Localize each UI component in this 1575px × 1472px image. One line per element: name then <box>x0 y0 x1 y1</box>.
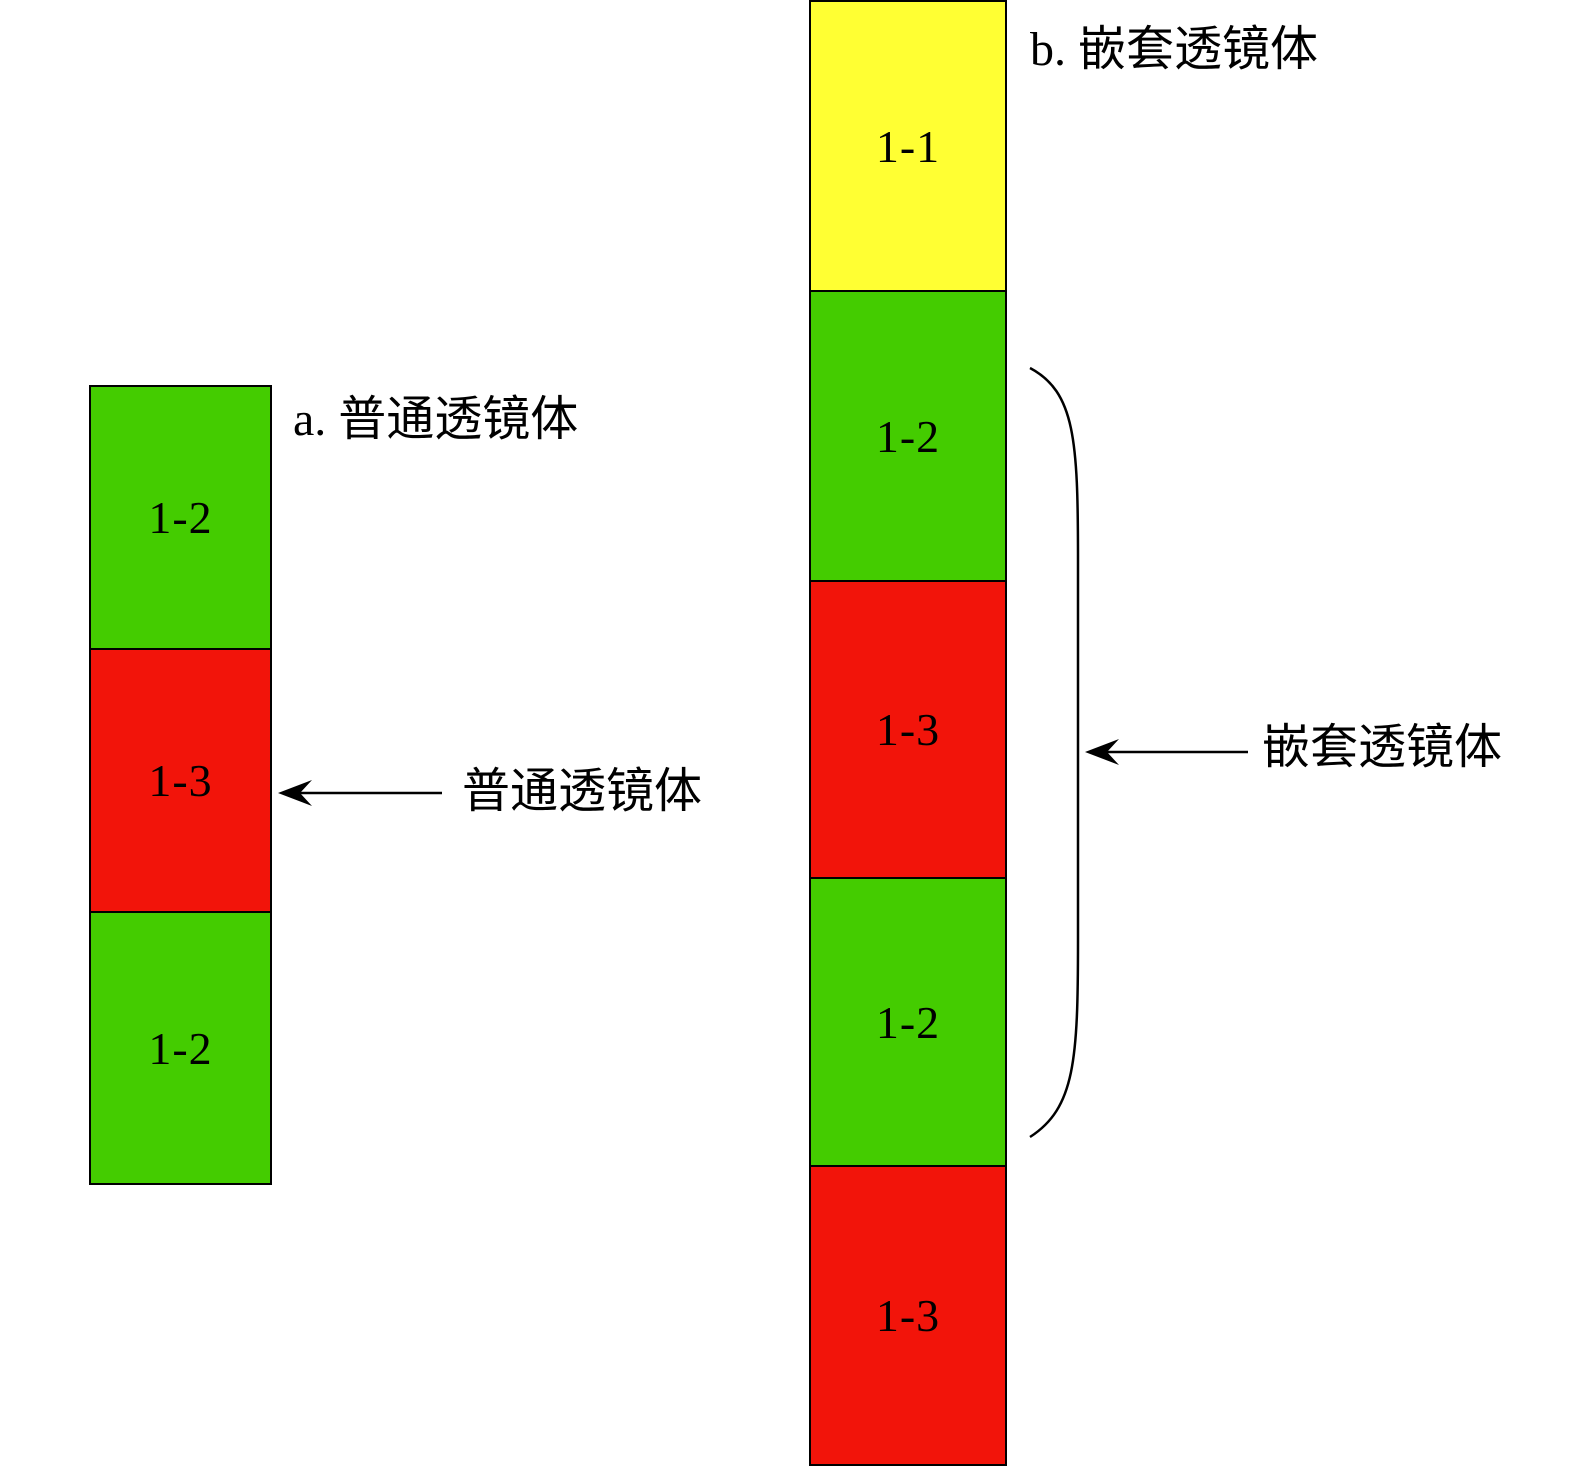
diagram-b-arrow-label: 嵌套透镜体 <box>1262 721 1503 774</box>
cell-b-2: 1-2 <box>809 290 1007 582</box>
cell-b-1: 1-1 <box>809 0 1007 292</box>
cell-a-3: 1-2 <box>89 911 272 1185</box>
arrow-a <box>278 780 442 806</box>
cell-b-3: 1-3 <box>809 580 1007 879</box>
cell-a-1: 1-2 <box>89 385 272 650</box>
diagram-a-title: a. 普通透镜体 <box>293 393 579 446</box>
column-b: 1-1 1-2 1-3 1-2 1-3 <box>809 0 1007 1466</box>
diagram-a-arrow-label: 普通透镜体 <box>462 765 703 818</box>
arrow-b-head <box>1085 739 1119 765</box>
arrow-b <box>1085 739 1248 765</box>
cell-b-4: 1-2 <box>809 877 1007 1167</box>
arrow-a-head <box>278 780 312 806</box>
diagram-b-title: b. 嵌套透镜体 <box>1030 23 1319 76</box>
column-a: 1-2 1-3 1-2 <box>89 385 272 1185</box>
bracket-b-curve <box>1029 366 1080 1139</box>
bracket-b <box>1029 366 1080 1139</box>
cell-b-5: 1-3 <box>809 1165 1007 1466</box>
